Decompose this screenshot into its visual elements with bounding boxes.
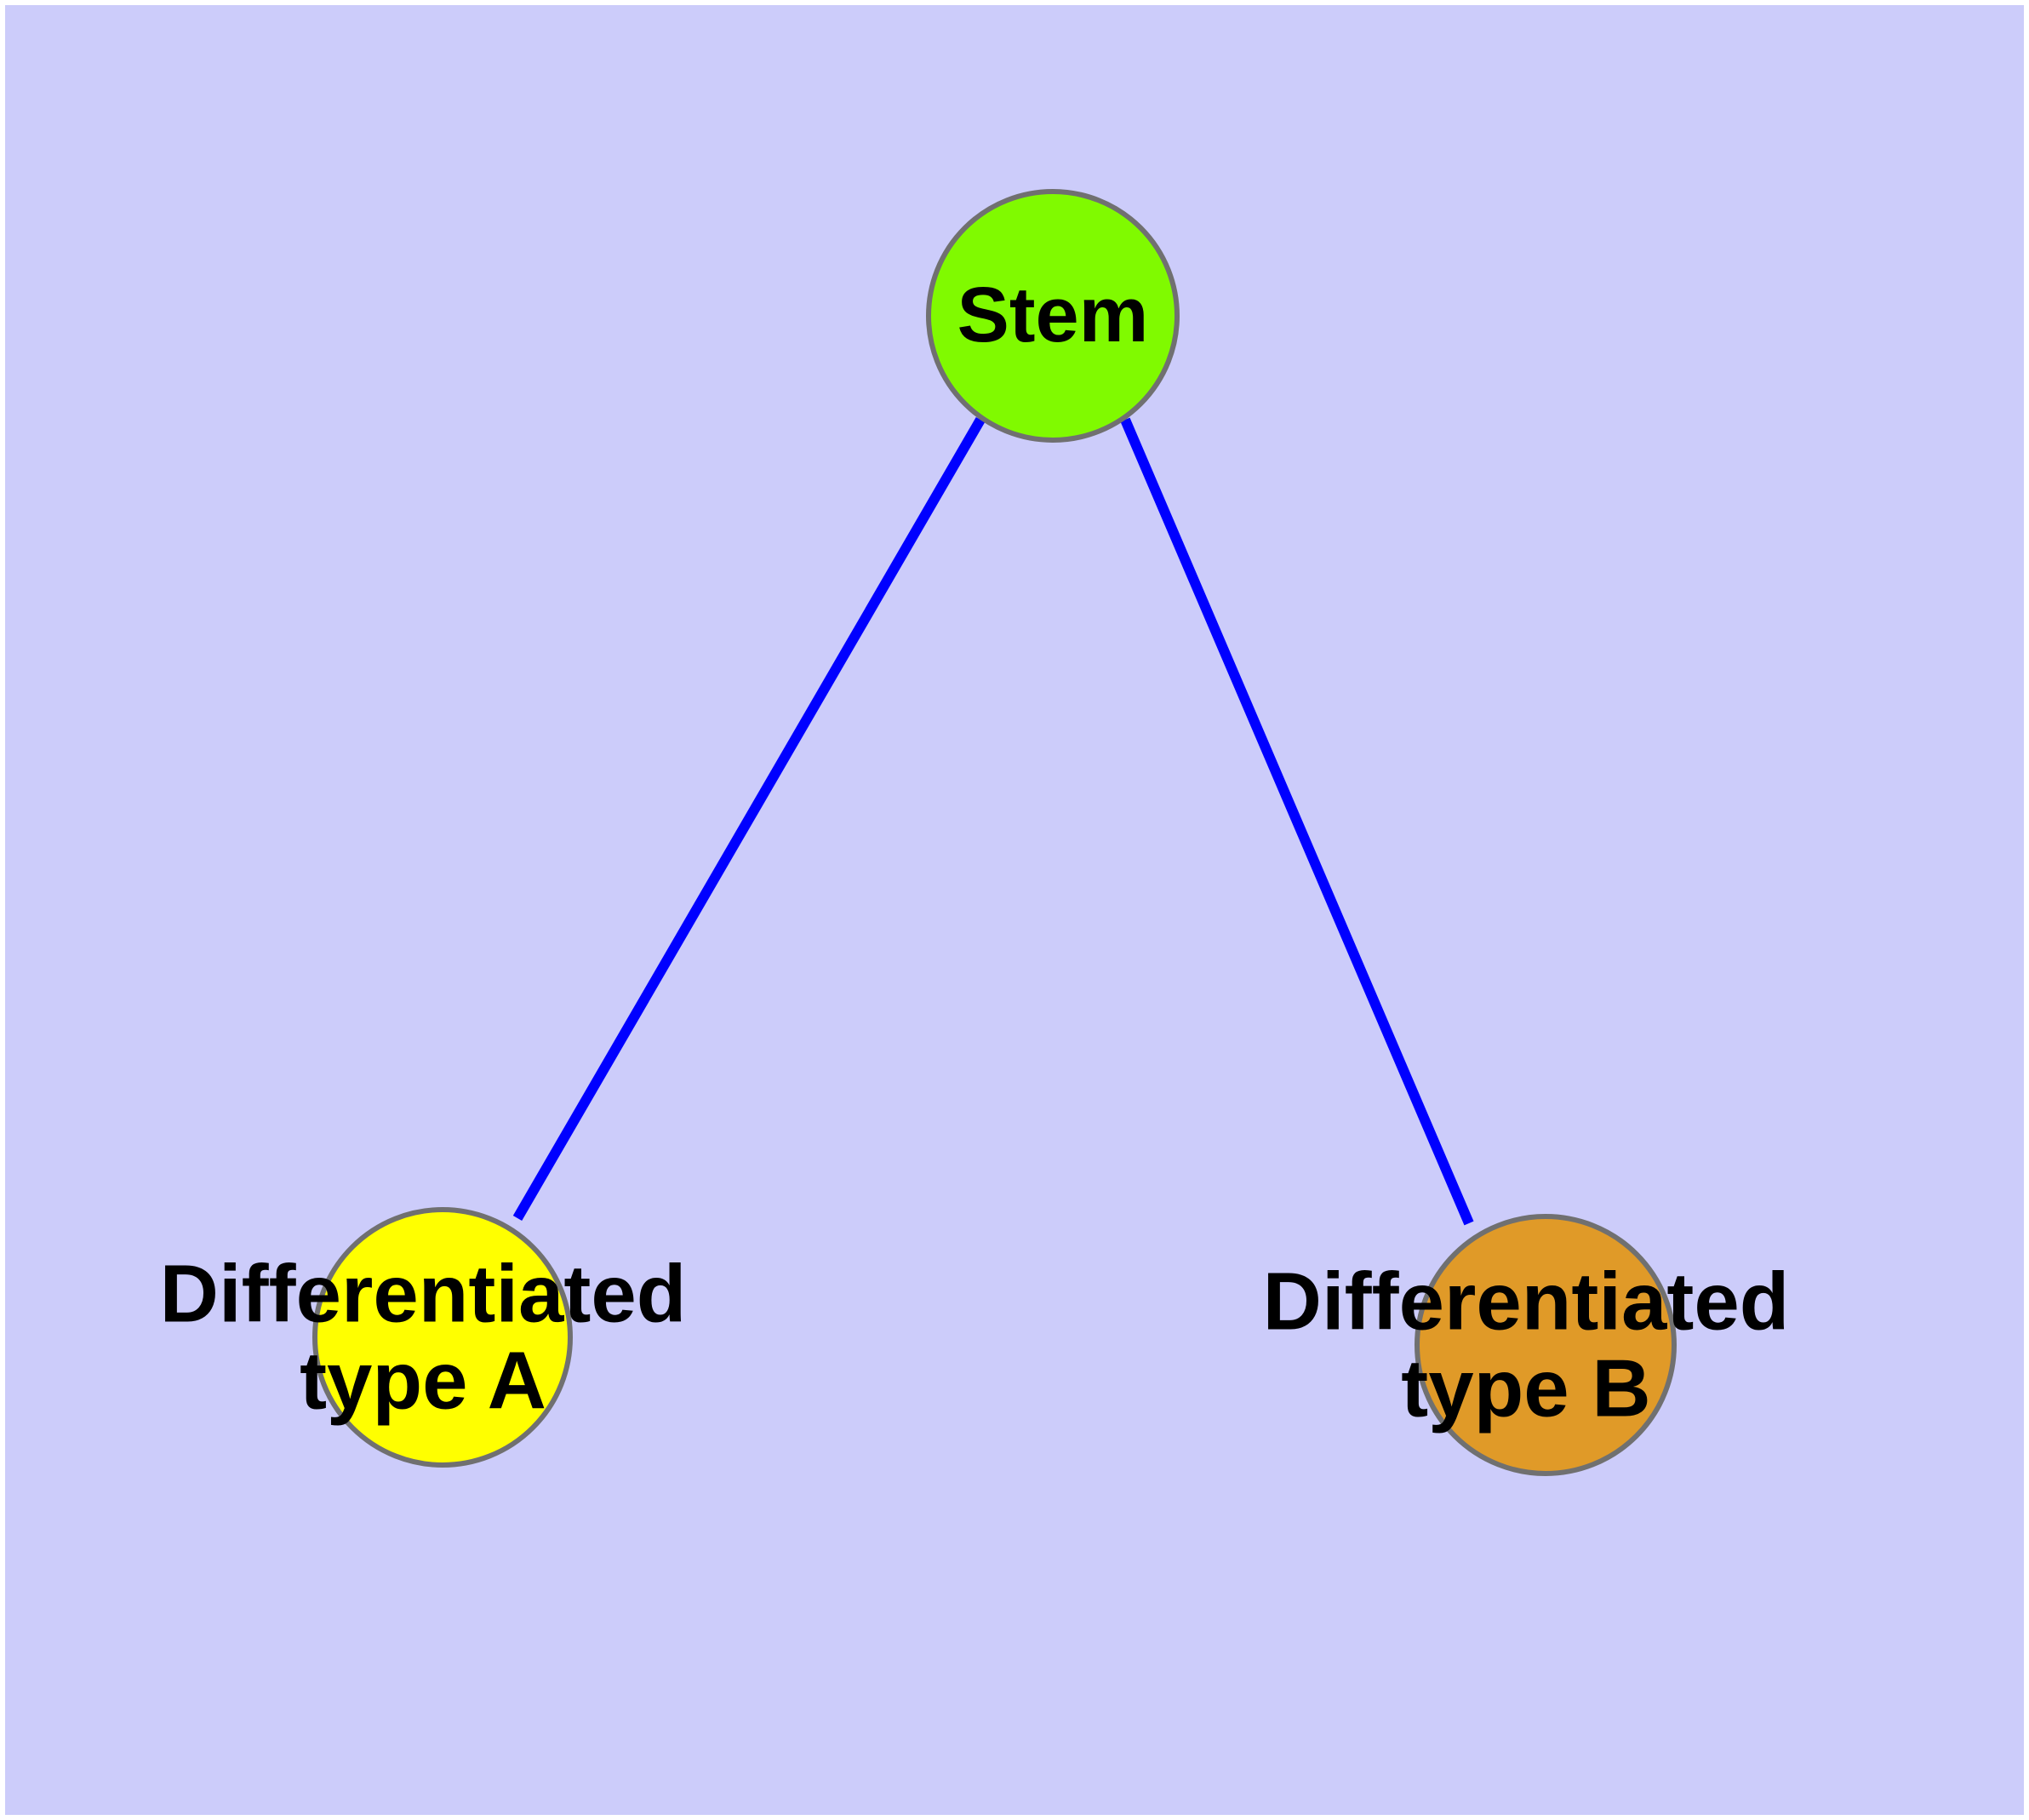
node-layer [312,189,1677,1476]
edge-stem-to-diff-a [512,416,986,1222]
edge-stem-to-diff-b [1120,417,1474,1226]
node-stem[interactable] [926,189,1180,443]
node-diff-b[interactable] [1415,1214,1677,1476]
edge-layer [512,416,1474,1226]
node-diff-a[interactable] [312,1207,573,1468]
